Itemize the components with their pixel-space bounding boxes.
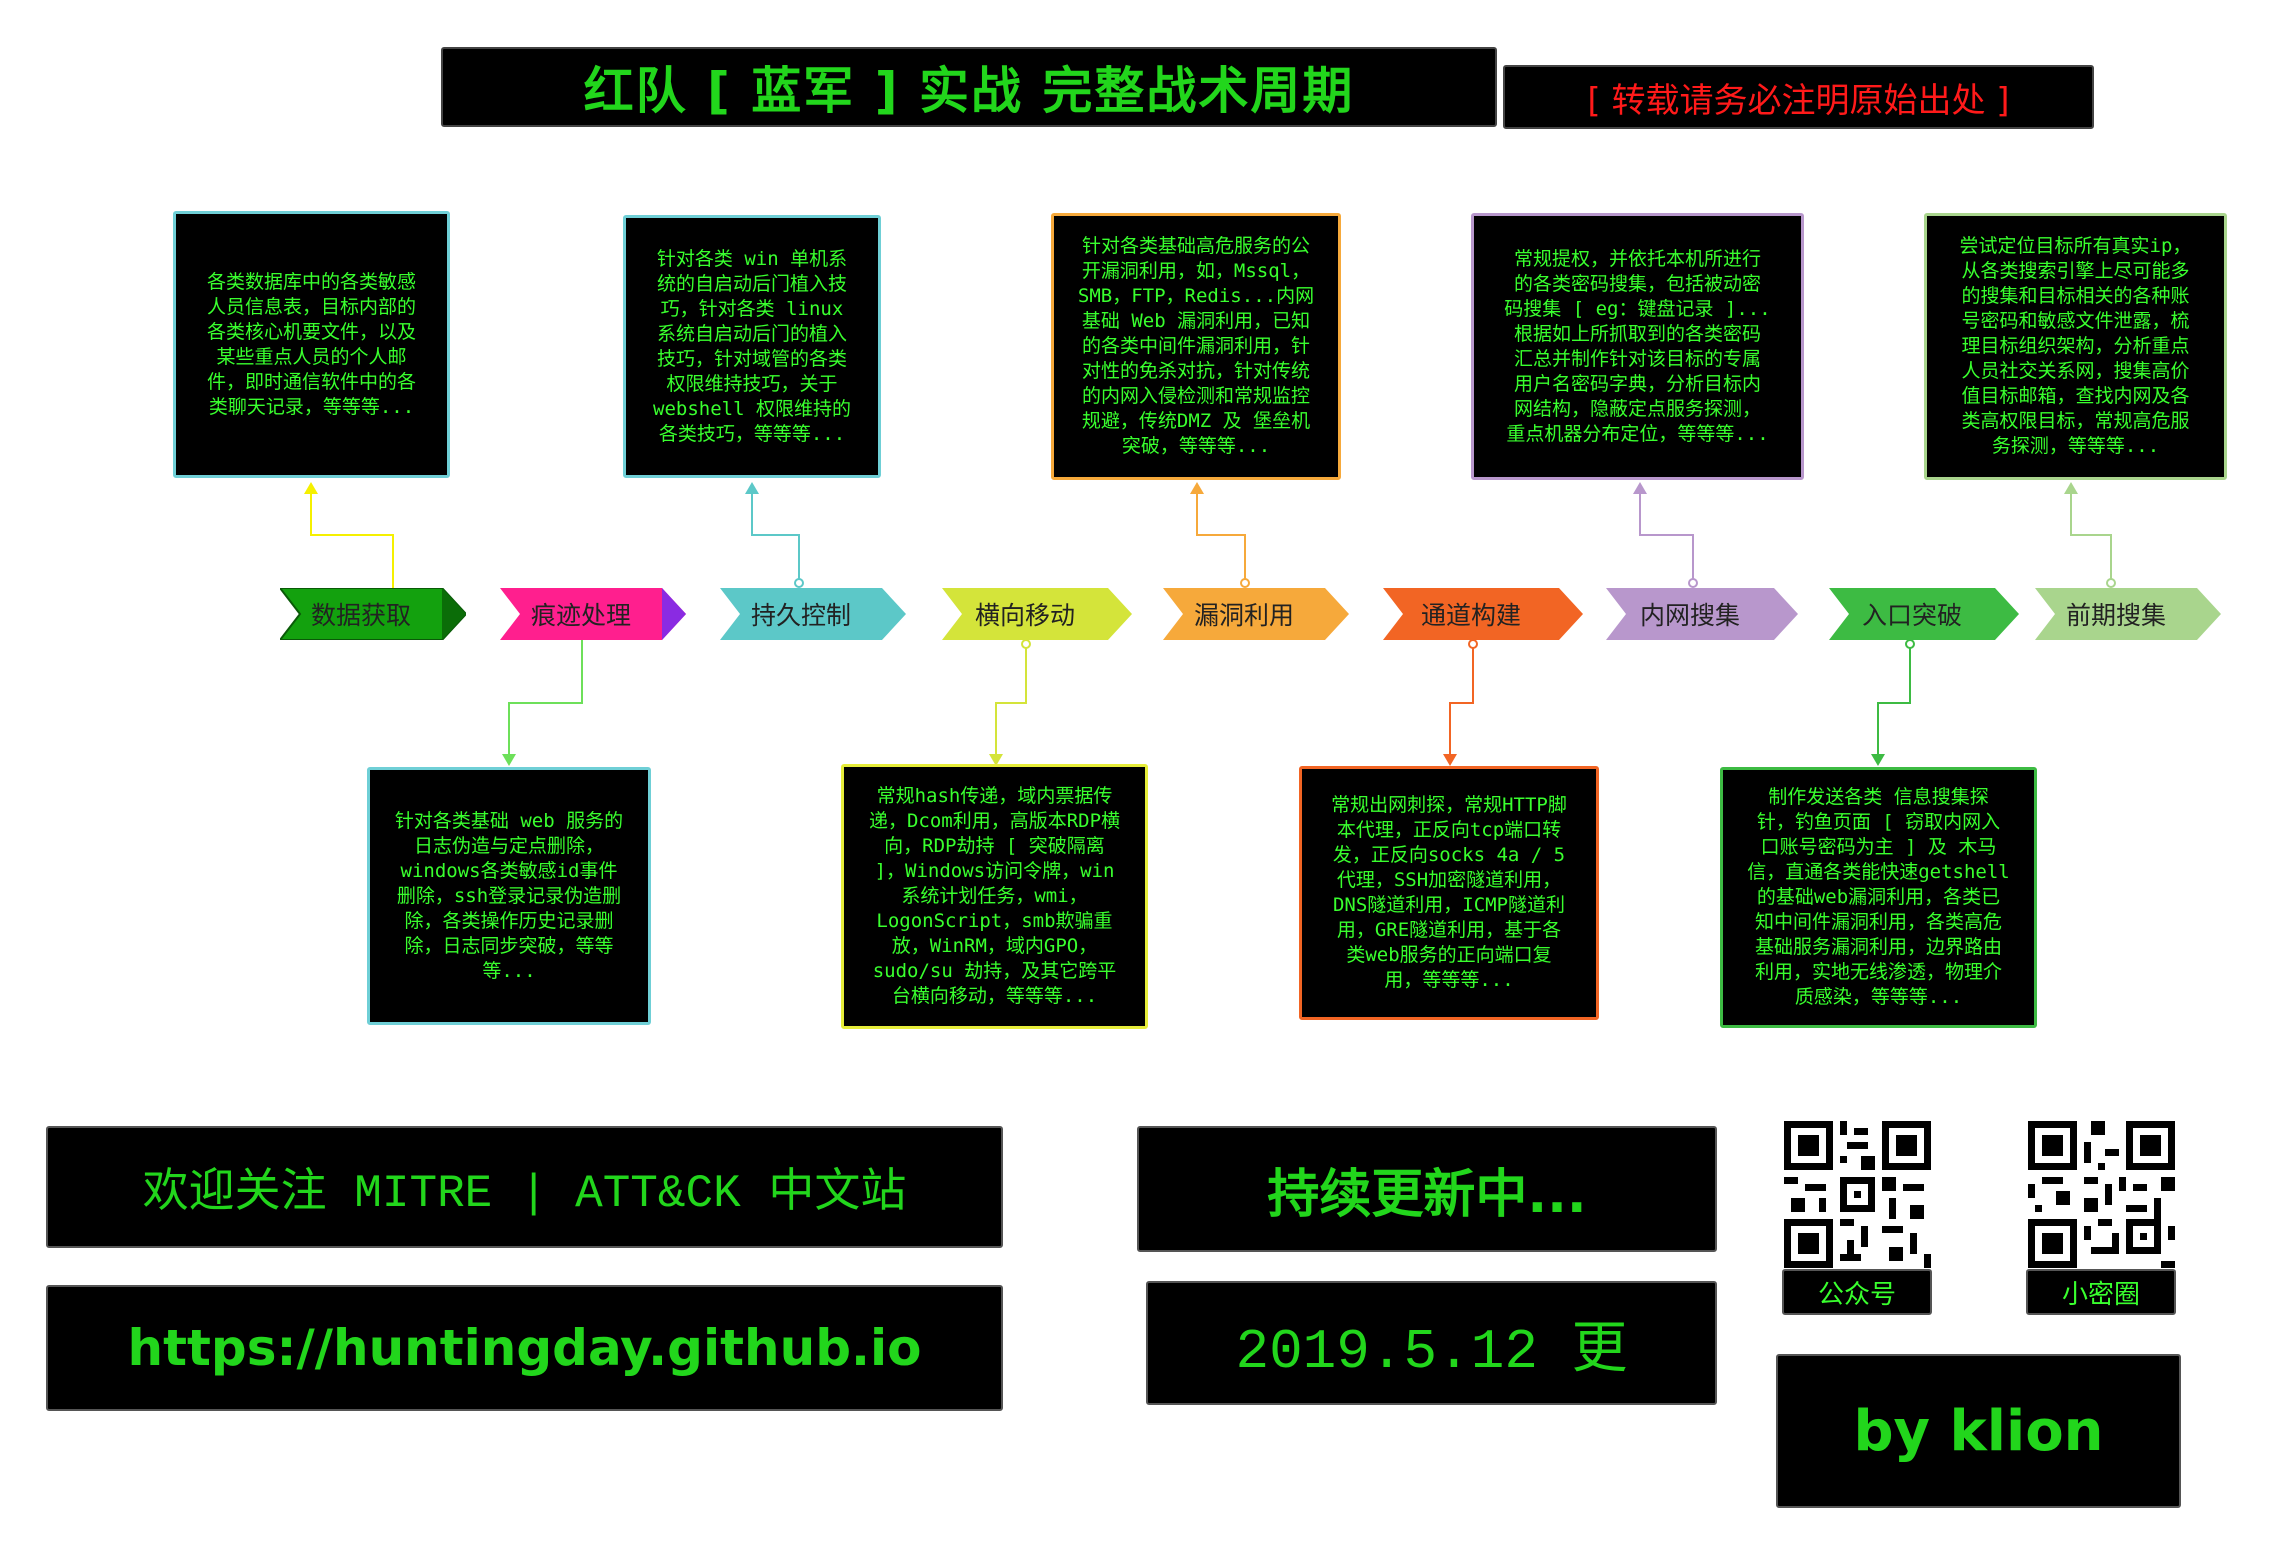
stage-label: 持久控制 bbox=[750, 601, 851, 630]
stage-label: 痕迹处理 bbox=[530, 601, 631, 630]
mitre-banner: 欢迎关注 MITRE | ATT&CK 中文站 bbox=[46, 1126, 1003, 1248]
card-tunnel: 常规出网刺探，常规HTTP脚本代理，正反向tcp端口转发，正反向socks 4a… bbox=[1299, 766, 1599, 1020]
stage-pre-recon: 前期搜集 bbox=[2035, 588, 2221, 640]
card-exploitation: 针对各类基础高危服务的公开漏洞利用，如，Mssql，SMB，FTP，Redis.… bbox=[1051, 213, 1341, 480]
stage-arrow-shape bbox=[942, 588, 1132, 640]
repost-notice: [ 转载请务必注明原始出处 ] bbox=[1503, 65, 2094, 129]
stage-label: 入口突破 bbox=[1861, 601, 1962, 630]
stage-data-acquisition: 数据获取 bbox=[280, 588, 466, 640]
card-entry: 制作发送各类 信息搜集探针，钓鱼页面 [ 窃取内网入口账号密码为主 ] 及 木马… bbox=[1720, 767, 2037, 1028]
card-lateral: 常规hash传递，域内票据传递，Dcom利用，高版本RDP横向，RDP劫持 [ … bbox=[841, 764, 1148, 1029]
stage-arrow-shape bbox=[1829, 588, 2019, 640]
stage-label: 前期搜集 bbox=[2065, 601, 2166, 630]
qr-public-label: 公众号 bbox=[1782, 1269, 1932, 1315]
qr-code-public bbox=[1784, 1121, 1931, 1268]
stage-label: 通道构建 bbox=[1420, 601, 1521, 630]
stage-internal-recon: 内网搜集 bbox=[1606, 588, 1798, 640]
page-title: 红队 [ 蓝军 ] 实战 完整战术周期 bbox=[441, 47, 1497, 127]
stage-tunnel: 通道构建 bbox=[1383, 588, 1583, 640]
stage-arrow-shape bbox=[500, 588, 686, 640]
author-credit: by klion bbox=[1776, 1354, 2181, 1508]
stage-label: 横向移动 bbox=[974, 601, 1075, 630]
stage-label: 数据获取 bbox=[310, 601, 411, 630]
card-internal-recon: 常规提权，并依托本机所进行的各类密码搜集，包括被动密码搜集 [ eg：键盘记录 … bbox=[1471, 213, 1804, 480]
stage-persistence: 持久控制 bbox=[720, 588, 906, 640]
updating-banner: 持续更新中... bbox=[1137, 1126, 1717, 1252]
stage-lateral: 横向移动 bbox=[942, 588, 1132, 640]
stage-trace-handling: 痕迹处理 bbox=[500, 588, 686, 640]
qr-code-circle bbox=[2028, 1121, 2175, 1268]
update-date: 2019.5.12 更 bbox=[1146, 1281, 1717, 1405]
card-pre-recon: 尝试定位目标所有真实ip，从各类搜索引擎上尽可能多的搜集和目标相关的各种账号密码… bbox=[1924, 213, 2227, 480]
stage-arrow-shape bbox=[720, 588, 906, 640]
stage-exploitation: 漏洞利用 bbox=[1163, 588, 1349, 640]
card-data-acquisition: 各类数据库中的各类敏感人员信息表，目标内部的各类核心机要文件，以及某些重点人员的… bbox=[173, 211, 450, 478]
stage-label: 漏洞利用 bbox=[1193, 601, 1294, 630]
card-trace-handling: 针对各类基础 web 服务的日志伪造与定点删除，windows各类敏感id事件删… bbox=[367, 767, 651, 1025]
stage-label: 内网搜集 bbox=[1639, 601, 1740, 630]
stage-arrow-shape bbox=[1163, 588, 1349, 640]
site-url[interactable]: https://huntingday.github.io bbox=[46, 1285, 1003, 1411]
stage-entry: 入口突破 bbox=[1829, 588, 2019, 640]
qr-circle-label: 小密圈 bbox=[2026, 1269, 2176, 1315]
stage-arrow-shape bbox=[1383, 588, 1583, 640]
stage-arrow-shape bbox=[280, 588, 466, 640]
stage-arrow-shape bbox=[1606, 588, 1798, 640]
stage-arrow-shape bbox=[2035, 588, 2221, 640]
